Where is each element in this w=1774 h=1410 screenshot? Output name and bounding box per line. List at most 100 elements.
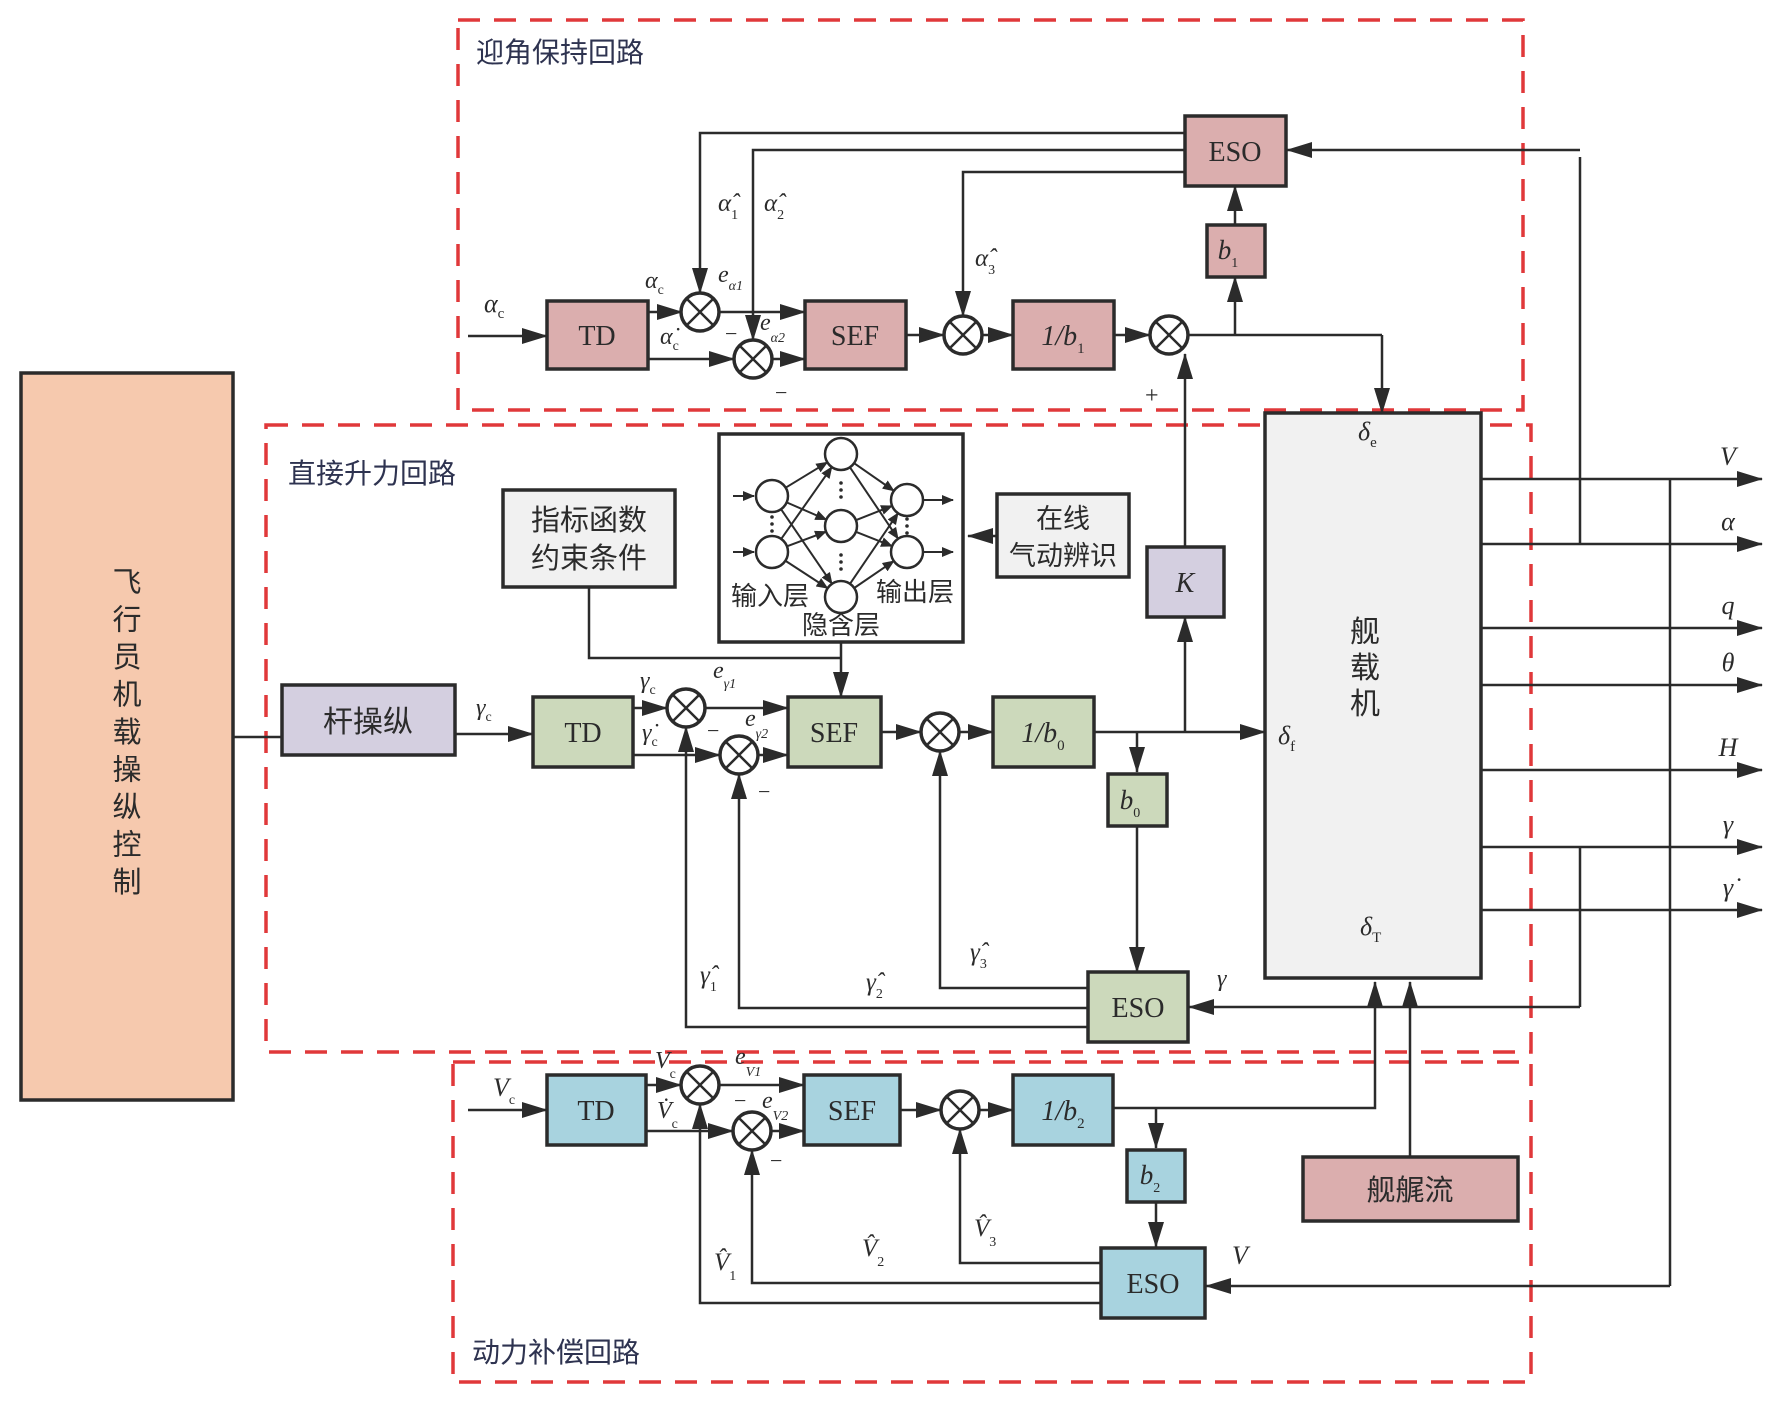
alpha-loop-title: 迎角保持回路 (476, 36, 644, 69)
nn-ellipsis-dot (839, 560, 843, 564)
svg-text:舰艉流: 舰艉流 (1366, 1173, 1453, 1207)
alpha-sum-4 (1148, 314, 1190, 356)
svg-text:α̇c: α̇c (660, 324, 680, 354)
output-label: V (1720, 442, 1739, 471)
delta-e-label: δe (1358, 417, 1377, 451)
svg-text:SEF: SEF (831, 321, 879, 352)
pilot-label-char: 机 (112, 678, 141, 712)
svg-text:TD: TD (578, 321, 615, 352)
svg-text:杆操纵: 杆操纵 (323, 705, 413, 740)
nn-edge (849, 466, 899, 540)
svg-text:γc: γc (476, 695, 492, 725)
svg-text:γc: γc (640, 668, 656, 698)
svg-text:eγ1: eγ1 (713, 658, 736, 692)
svg-text:b2: b2 (1140, 1160, 1161, 1196)
svg-text:eV1: eV1 (735, 1044, 761, 1080)
gamma-loop-title: 直接升力回路 (288, 457, 456, 490)
output-label: H (1718, 733, 1739, 762)
pilot-label-char: 制 (112, 865, 141, 899)
plant-label-char: 机 (1350, 687, 1380, 722)
alpha-inverse-gain-block: 1/b1 (1011, 299, 1116, 371)
alpha-sum-1 (679, 291, 721, 333)
pilot-label-char: 飞 (112, 565, 141, 599)
svg-text:−: − (770, 1148, 782, 1173)
delta-f-label: δf (1278, 721, 1295, 755)
output-label: q (1722, 591, 1735, 620)
nn-edge (780, 466, 833, 540)
alpha-c-input-label: αc (484, 289, 505, 322)
gamma-sum-1 (665, 687, 707, 729)
nn-neuron (823, 508, 859, 544)
svg-text:K: K (1175, 568, 1196, 599)
nn-ellipsis-dot (770, 522, 774, 526)
v-loop: Vc TD Vc V̇c eV1 eV2 − − SEF 1/b2 (468, 981, 1670, 1320)
alpha-sef-block: SEF (803, 299, 908, 371)
online-aero-identification-block: 在线 气动辨识 (995, 492, 1131, 579)
v-sum-1 (679, 1064, 721, 1106)
svg-text:1/b0: 1/b0 (1021, 718, 1064, 754)
svg-text:eγ2: eγ2 (745, 706, 768, 742)
pilot-label-char: 员 (112, 640, 141, 674)
svg-text:在线: 在线 (1036, 504, 1090, 535)
nn-edge (849, 512, 899, 585)
svg-text:输入层: 输入层 (731, 582, 809, 612)
svg-text:α̂3: α̂3 (975, 245, 998, 278)
svg-text:γ̇c: γ̇c (642, 720, 658, 750)
svg-text:−: − (758, 779, 770, 804)
alpha-sum-2 (732, 338, 774, 380)
output-label: γ̇ (1723, 873, 1741, 902)
pilot-label-char: 控 (112, 828, 141, 862)
nn-edge (785, 461, 829, 489)
svg-text:eα1: eα1 (718, 262, 743, 294)
v-td-block: TD (545, 1073, 648, 1147)
delta-t-label: δT (1360, 912, 1381, 946)
svg-text:eα2: eα2 (760, 310, 785, 346)
v-loop-region (451, 1060, 1533, 1384)
svg-text:TD: TD (577, 1096, 614, 1127)
nn-edge (855, 530, 894, 548)
nn-neuron (754, 478, 790, 514)
svg-text:SEF: SEF (810, 718, 858, 749)
alpha-sum-3 (942, 314, 984, 356)
pilot-label-char: 操 (112, 753, 141, 787)
svg-text:α̂2: α̂2 (764, 190, 787, 223)
svg-text:−: − (775, 380, 787, 405)
svg-text:指标函数: 指标函数 (531, 503, 647, 537)
svg-text:输出层: 输出层 (876, 578, 954, 608)
nn-ellipsis-dot (905, 531, 909, 535)
gamma-eso-block: ESO (1086, 970, 1190, 1044)
svg-text:约束条件: 约束条件 (531, 541, 647, 575)
nn-neuron (889, 534, 925, 570)
pilot-label-char: 纵 (112, 790, 141, 824)
nn-edge (780, 508, 833, 585)
v-gain-block: b2 (1125, 1148, 1187, 1204)
v-sef-block: SEF (802, 1073, 902, 1147)
svg-text:SEF: SEF (828, 1096, 876, 1127)
pilot-label-char: 行 (112, 603, 141, 637)
svg-text:V: V (1232, 1241, 1251, 1270)
svg-text:V̂3: V̂3 (974, 1214, 996, 1250)
nn-ellipsis-dot (839, 481, 843, 485)
gamma-sum-2 (718, 734, 760, 776)
nn-ellipsis-dot (839, 567, 843, 571)
alpha-eso-block: ESO (1183, 114, 1288, 188)
svg-text:1/b2: 1/b2 (1041, 1096, 1084, 1132)
svg-text:ESO: ESO (1127, 1269, 1180, 1300)
v-sum-2 (731, 1110, 773, 1152)
svg-text:V̂1: V̂1 (714, 1248, 736, 1284)
v-inverse-gain-block: 1/b2 (1011, 1073, 1115, 1147)
svg-text:V̇c: V̇c (657, 1098, 678, 1132)
nn-ellipsis-dot (905, 517, 909, 521)
gamma-inverse-gain-block: 1/b0 (991, 695, 1096, 769)
svg-text:+: + (1145, 383, 1159, 409)
alpha-loop: αc TD αc α̇c eα1 eα2 − − SEF 1/b1 (468, 114, 1580, 414)
svg-text:TD: TD (564, 718, 601, 749)
svg-text:γ: γ (1217, 966, 1227, 992)
svg-text:α̂1: α̂1 (718, 190, 741, 223)
v-sum-3 (939, 1089, 981, 1131)
gamma-sum-3 (919, 711, 961, 753)
svg-text:1/b1: 1/b1 (1041, 321, 1084, 357)
svg-text:−: − (734, 1088, 746, 1113)
carrier-aircraft-block: 舰载机 δe δf δT (1263, 411, 1483, 980)
output-label: α (1721, 507, 1736, 536)
